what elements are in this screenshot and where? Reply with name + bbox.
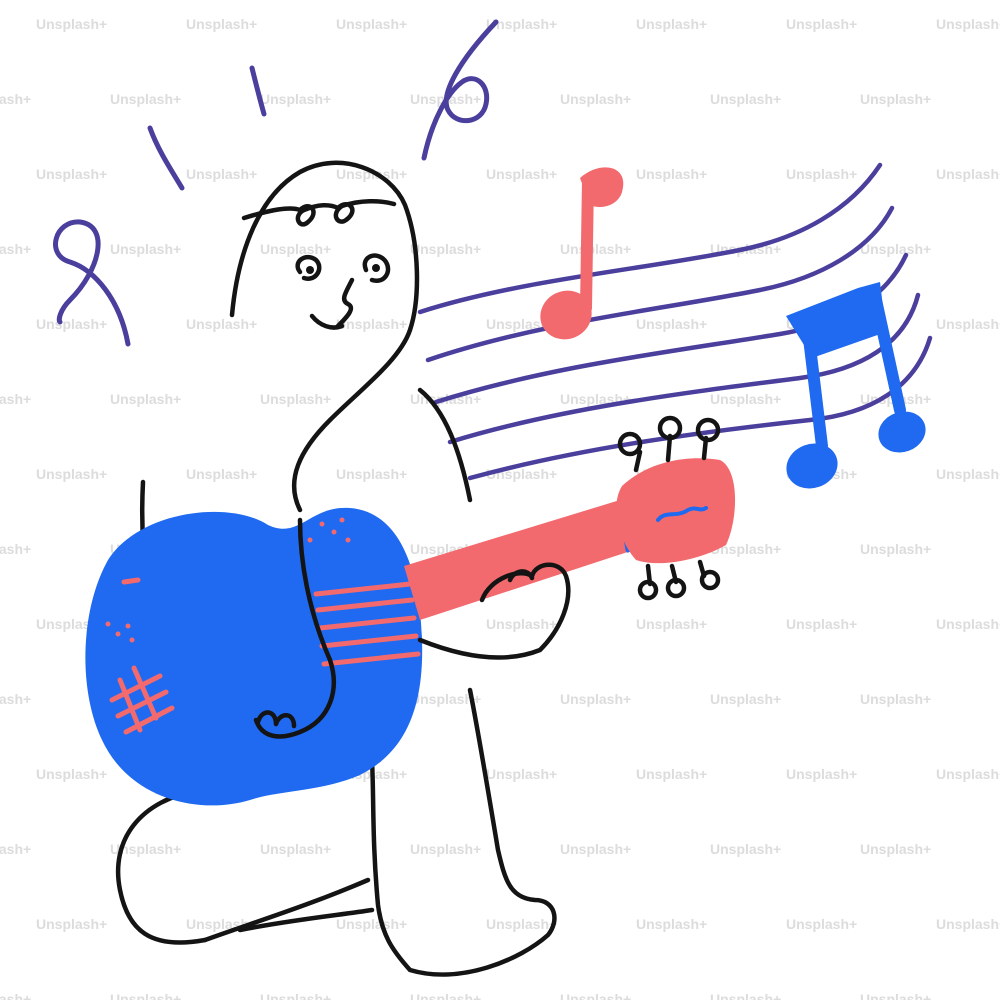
guitar-headstock xyxy=(616,415,736,601)
excitement-swirls xyxy=(53,19,499,347)
guitar-body xyxy=(85,507,423,806)
eighth-note-icon xyxy=(540,167,624,340)
legs xyxy=(115,687,557,977)
arms xyxy=(253,517,571,739)
beamed-notes-icon xyxy=(786,282,926,489)
guitar-neck xyxy=(313,500,640,667)
